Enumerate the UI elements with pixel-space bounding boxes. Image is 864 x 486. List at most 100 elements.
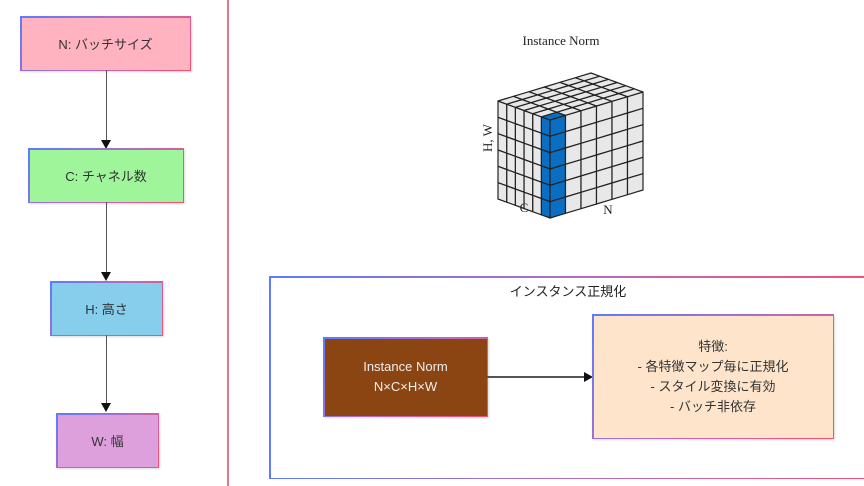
edge-c-to-h bbox=[105, 202, 107, 274]
cube-cell-left bbox=[497, 149, 508, 171]
cube-cell-right bbox=[564, 175, 582, 198]
cube-cell-right bbox=[580, 170, 598, 193]
arrowhead-h-to-w bbox=[101, 403, 111, 412]
node-width: W: 幅 bbox=[56, 413, 159, 468]
node-batch-size: N: バッチサイズ bbox=[20, 16, 191, 71]
cube-cell-right bbox=[580, 138, 598, 161]
cube-cell-right bbox=[611, 177, 629, 200]
edge-n-to-c bbox=[105, 70, 107, 142]
arrowhead-n-to-c bbox=[101, 140, 111, 149]
cube-cell-left bbox=[514, 123, 525, 144]
cube-cell-top bbox=[532, 108, 558, 118]
cube-cell-right bbox=[580, 154, 598, 177]
cube-cell-right bbox=[626, 91, 644, 114]
cube-cell-left bbox=[532, 113, 542, 134]
cube-cell-top bbox=[576, 83, 603, 93]
cube-cell-left bbox=[523, 126, 534, 147]
cube-cell-right bbox=[611, 96, 629, 119]
cube-cell-left bbox=[506, 103, 516, 125]
cube-cell-top bbox=[618, 88, 644, 98]
cube-cell-top bbox=[583, 75, 609, 85]
cube-cell-left bbox=[506, 119, 516, 141]
cube-cell-top bbox=[528, 86, 554, 96]
highlight-cell bbox=[549, 114, 567, 137]
edge-norm-to-features bbox=[487, 376, 585, 378]
cube-cell-left bbox=[532, 178, 542, 200]
cube-cell-top bbox=[609, 85, 635, 95]
node-channels: C: チャネル数 bbox=[28, 148, 184, 203]
cube-cell-right bbox=[626, 107, 644, 130]
cube-cell-top bbox=[521, 94, 547, 104]
highlight-cell bbox=[549, 163, 567, 186]
cube-cell-left bbox=[523, 191, 534, 213]
cube-cell-left bbox=[506, 136, 516, 157]
cube-cell-left bbox=[514, 188, 525, 210]
cube-cell-top bbox=[569, 91, 596, 101]
arrowhead-norm-to-features bbox=[584, 372, 593, 382]
cube-cell-top bbox=[523, 105, 549, 115]
highlight-cell bbox=[549, 196, 567, 219]
cube-cell-right bbox=[595, 149, 613, 172]
cube-cell-top bbox=[543, 81, 570, 91]
cube-cell-right bbox=[626, 140, 644, 163]
cube-cell-left bbox=[506, 185, 516, 206]
norm-box-line-2: N×C×H×W bbox=[373, 379, 438, 394]
cube-cell-left bbox=[523, 175, 534, 196]
cube-cell-left bbox=[532, 129, 542, 151]
cube-cell-top bbox=[563, 99, 589, 109]
cube-cell-left bbox=[514, 139, 525, 161]
cube-cell-top bbox=[602, 92, 629, 102]
features-line-4: - バッチ非依存 bbox=[670, 398, 756, 414]
cube-cell-left bbox=[523, 158, 534, 180]
cube-cell-top bbox=[592, 78, 618, 88]
node-batch-size-label: N: バッチサイズ bbox=[21, 17, 190, 70]
cube-cell-left bbox=[523, 142, 534, 164]
cube-cell-top bbox=[514, 102, 541, 112]
cube-cell-left bbox=[514, 172, 525, 193]
cube-cell-top bbox=[547, 103, 573, 113]
norm-box-line-1: Instance Norm bbox=[363, 359, 448, 374]
cube-cell-right bbox=[580, 105, 598, 128]
cube-cell-right bbox=[595, 100, 613, 123]
section-divider bbox=[227, 0, 229, 486]
instance-norm-box: Instance Norm N×C×H×W bbox=[323, 337, 488, 417]
edge-h-to-w bbox=[105, 335, 107, 405]
cube-cell-left bbox=[532, 162, 542, 183]
cube-cell-top bbox=[552, 84, 578, 94]
highlight-cell bbox=[549, 131, 567, 154]
cube-cell-left bbox=[497, 116, 508, 138]
cube-cell-right bbox=[595, 117, 613, 140]
cube-cell-right bbox=[626, 156, 644, 179]
cube-cell-left bbox=[497, 182, 508, 203]
cube-cell-left bbox=[532, 145, 542, 167]
features-line-2: - 各特徴マップ毎に正規化 bbox=[637, 358, 789, 374]
cube-title: Instance Norm bbox=[523, 33, 600, 48]
cube-cell-right bbox=[580, 187, 598, 210]
cube-cell-top bbox=[545, 92, 572, 102]
highlight-cell bbox=[540, 148, 551, 170]
cube-cell-right bbox=[580, 121, 598, 144]
features-line-3: - スタイル変換に有効 bbox=[650, 378, 776, 394]
axis-label-n: N bbox=[603, 202, 613, 217]
cube-cell-left bbox=[506, 168, 516, 190]
cube-cell-right bbox=[595, 182, 613, 205]
cube-cell-right bbox=[626, 173, 644, 196]
cube-cell-right bbox=[611, 112, 629, 135]
cube-cell-left bbox=[514, 155, 525, 177]
cube-cell-left bbox=[532, 194, 542, 216]
cube-cell-top bbox=[585, 86, 611, 96]
group-title: インスタンス正規化 bbox=[509, 283, 627, 299]
node-height-label: H: 高さ bbox=[51, 282, 162, 335]
cube-cell-left bbox=[497, 133, 508, 154]
cube-cell-right bbox=[626, 124, 644, 147]
highlight-cell bbox=[540, 111, 567, 121]
highlight-cell bbox=[540, 181, 551, 203]
cube-cell-right bbox=[564, 142, 582, 165]
cube-cell-top bbox=[556, 106, 582, 116]
cube-cell-top bbox=[561, 88, 587, 98]
cube-cell-right bbox=[564, 159, 582, 182]
cube-cell-top bbox=[506, 98, 532, 108]
cube-cell-right bbox=[595, 166, 613, 189]
cube-cell-left bbox=[523, 109, 534, 131]
cube-cell-top bbox=[587, 97, 613, 107]
